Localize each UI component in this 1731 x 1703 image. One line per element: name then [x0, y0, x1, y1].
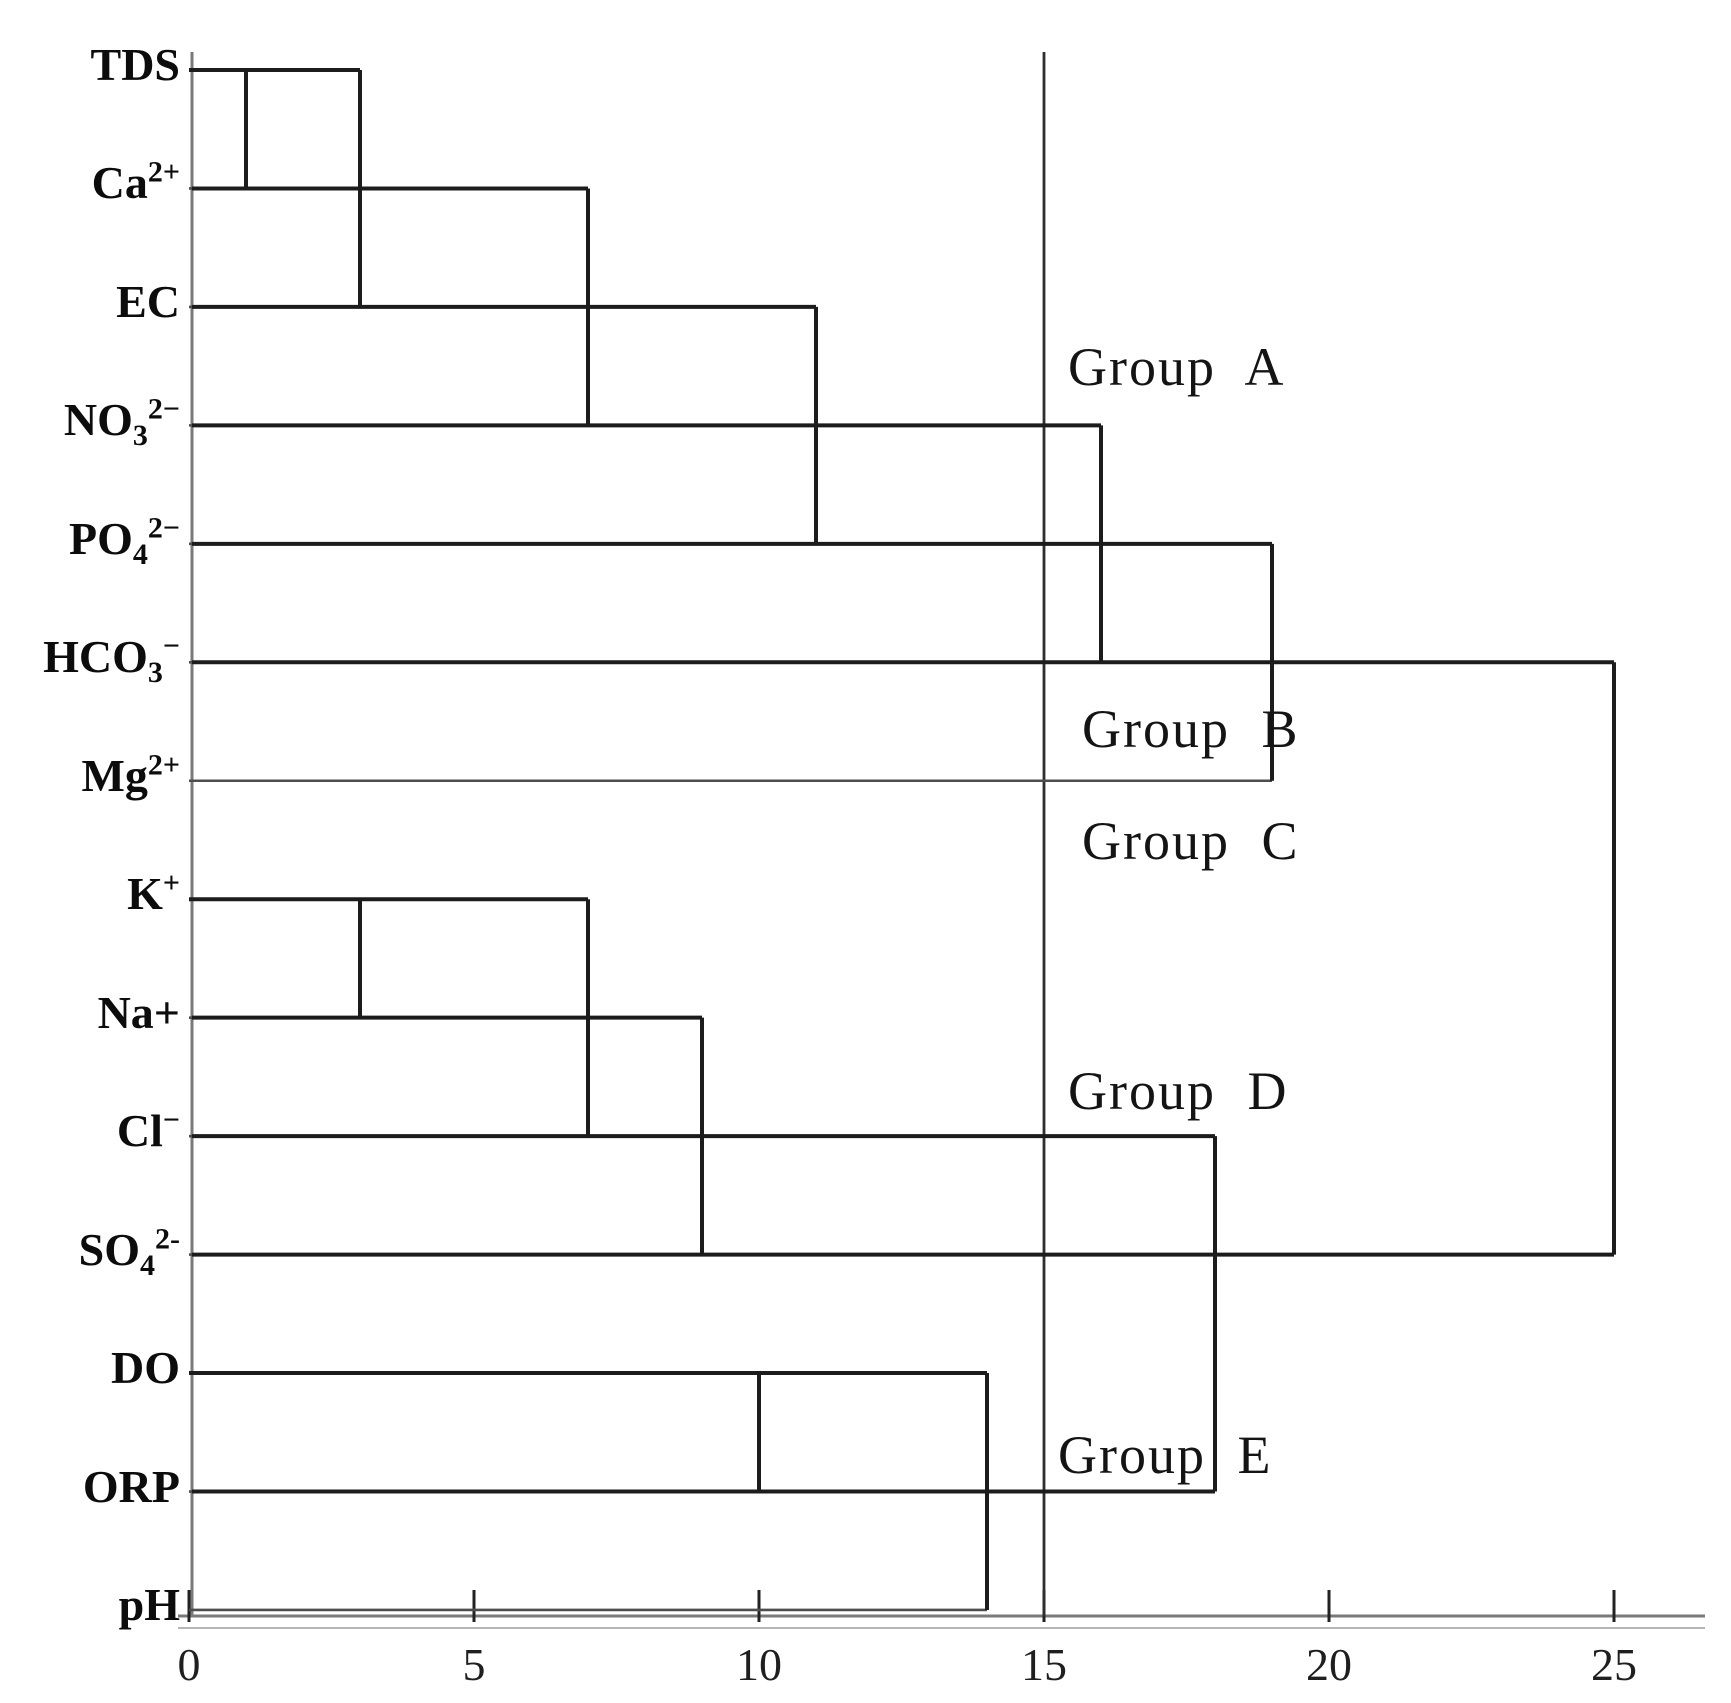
- leaf-label-po: PO42−: [69, 511, 180, 572]
- leaf-label-na: Na+: [97, 986, 180, 1038]
- leaf-label-mg: Mg2+: [81, 748, 180, 801]
- group-label-d: Group D: [1068, 1061, 1289, 1121]
- leaf-label-no: NO32−: [63, 393, 180, 453]
- leaf-label-hco: HCO3−: [43, 629, 180, 690]
- group-label-b: Group B: [1082, 699, 1300, 759]
- leaf-label-tds: TDS: [90, 39, 180, 90]
- leaf-label-k: K+: [127, 866, 180, 920]
- group-label-a: Group A: [1068, 337, 1286, 397]
- leaf-label-ec: EC: [116, 275, 180, 327]
- leaf-label-ca: Ca2+: [91, 156, 180, 209]
- x-tick-label-25: 25: [1591, 1639, 1637, 1690]
- group-label-c: Group C: [1082, 811, 1300, 871]
- x-tick-label-10: 10: [736, 1639, 782, 1690]
- leaf-label-ph: pH: [118, 1578, 180, 1630]
- leaf-label-do: DO: [111, 1342, 180, 1394]
- group-label-e: Group E: [1058, 1425, 1273, 1485]
- x-tick-label-15: 15: [1021, 1639, 1067, 1690]
- leaf-label-cl: Cl−: [116, 1103, 180, 1157]
- x-tick-label-5: 5: [462, 1639, 486, 1690]
- x-tick-label-0: 0: [177, 1639, 201, 1690]
- x-tick-label-20: 20: [1306, 1639, 1352, 1690]
- leaf-label-orp: ORP: [82, 1460, 180, 1512]
- leaf-label-so: SO42-: [78, 1222, 180, 1282]
